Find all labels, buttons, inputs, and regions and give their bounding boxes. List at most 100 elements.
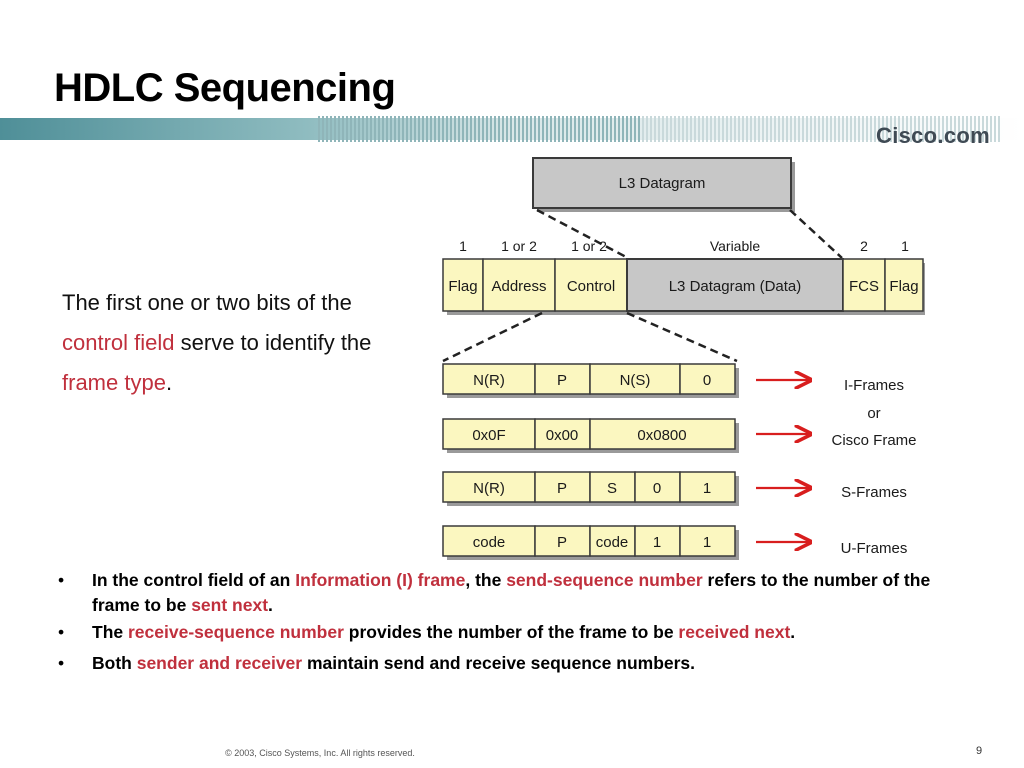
banner-stripe [774, 116, 776, 142]
banner-stripe [662, 116, 664, 142]
banner-stripe [502, 116, 504, 142]
bullet-dot-icon: • [58, 653, 65, 673]
copyright-footer: © 2003, Cisco Systems, Inc. All rights r… [225, 748, 415, 758]
banner-stripe [914, 116, 916, 142]
field-address-label: Address [491, 278, 546, 295]
width-label-data: Variable [710, 238, 761, 254]
banner-stripe [918, 116, 920, 142]
banner-stripe [446, 116, 448, 142]
banner-stripe [946, 116, 948, 142]
banner-stripe [406, 116, 408, 142]
banner-stripe [730, 116, 732, 142]
banner-stripe [842, 116, 844, 142]
intro-highlight-control-field: control field [62, 330, 175, 355]
label-or: or [867, 405, 880, 422]
banner-stripe [886, 116, 888, 142]
banner-stripe [814, 116, 816, 142]
banner-stripe [370, 116, 372, 142]
banner-stripe [378, 116, 380, 142]
banner-stripe [838, 116, 840, 142]
banner-stripe [478, 116, 480, 142]
banner-stripe [826, 116, 828, 142]
banner-stripe [338, 116, 340, 142]
banner-stripe [674, 116, 676, 142]
banner-stripe [430, 116, 432, 142]
banner-stripe [786, 116, 788, 142]
bullet-text: provides the number of the frame to be [343, 622, 679, 642]
banner-stripe [538, 116, 540, 142]
row-cell: N(S) [620, 372, 651, 389]
banner-stripe [742, 116, 744, 142]
banner-stripe [506, 116, 508, 142]
row-cell: code [473, 534, 506, 551]
banner-stripe [854, 116, 856, 142]
banner-stripe [698, 116, 700, 142]
banner-stripe [670, 116, 672, 142]
banner-stripe [374, 116, 376, 142]
banner-stripe [646, 116, 648, 142]
banner-stripe [454, 116, 456, 142]
banner-stripe [362, 116, 364, 142]
banner-stripe [386, 116, 388, 142]
banner-stripe [366, 116, 368, 142]
field-control [554, 258, 628, 312]
bullet-list: •In the control field of an Information … [58, 568, 978, 678]
banner-stripe [358, 116, 360, 142]
banner-stripe [530, 116, 532, 142]
field-flag-end [884, 258, 924, 312]
banner-stripe [638, 116, 640, 142]
banner-stripe [438, 116, 440, 142]
banner-stripe [726, 116, 728, 142]
connector-line [442, 311, 543, 363]
control-row-cisco-frame: 0x0F 0x00 0x0800 [442, 418, 739, 453]
banner-stripe [462, 116, 464, 142]
header-banner [0, 116, 1024, 142]
banner-stripe [626, 116, 628, 142]
banner-stripe [754, 116, 756, 142]
bullet-text: maintain send and receive sequence numbe… [302, 653, 696, 673]
banner-stripe [694, 116, 696, 142]
intro-text-part: serve to identify the [174, 330, 372, 355]
banner-stripe [862, 116, 864, 142]
banner-stripe [642, 116, 644, 142]
banner-stripe [678, 116, 680, 142]
banner-stripe [494, 116, 496, 142]
banner-stripe [882, 116, 884, 142]
bullet-text: The [92, 622, 128, 642]
row-cell: N(R) [473, 480, 505, 497]
banner-stripe [782, 116, 784, 142]
banner-stripe [910, 116, 912, 142]
banner-stripe [350, 116, 352, 142]
width-label-flag-end: 1 [901, 238, 909, 254]
banner-stripe [450, 116, 452, 142]
banner-stripe [870, 116, 872, 142]
intro-text-part: . [165, 370, 173, 395]
banner-stripe [634, 116, 636, 142]
banner-stripe [806, 116, 808, 142]
banner-stripe [402, 116, 404, 142]
row-cell: 0x0F [472, 427, 505, 444]
field-flag-label: Flag [448, 278, 477, 295]
row-cell: code [596, 534, 629, 551]
banner-stripe [762, 116, 764, 142]
banner-stripe [850, 116, 852, 142]
banner-stripe [510, 116, 512, 142]
banner-stripe [334, 116, 336, 142]
banner-stripe [966, 116, 968, 142]
banner-stripe [766, 116, 768, 142]
banner-stripe [498, 116, 500, 142]
label-i-frames: I-Frames [844, 377, 904, 394]
row-cell: 1 [703, 480, 711, 497]
banner-stripe [594, 116, 596, 142]
banner-stripe [994, 116, 996, 142]
banner-stripe [834, 116, 836, 142]
banner-stripe [554, 116, 556, 142]
row-cell: N(R) [473, 372, 505, 389]
banner-stripe [622, 116, 624, 142]
banner-stripe [950, 116, 952, 142]
banner-stripe [602, 116, 604, 142]
banner-stripe [322, 116, 324, 142]
field-flag [442, 258, 484, 312]
banner-stripe [330, 116, 332, 142]
banner-stripe [410, 116, 412, 142]
